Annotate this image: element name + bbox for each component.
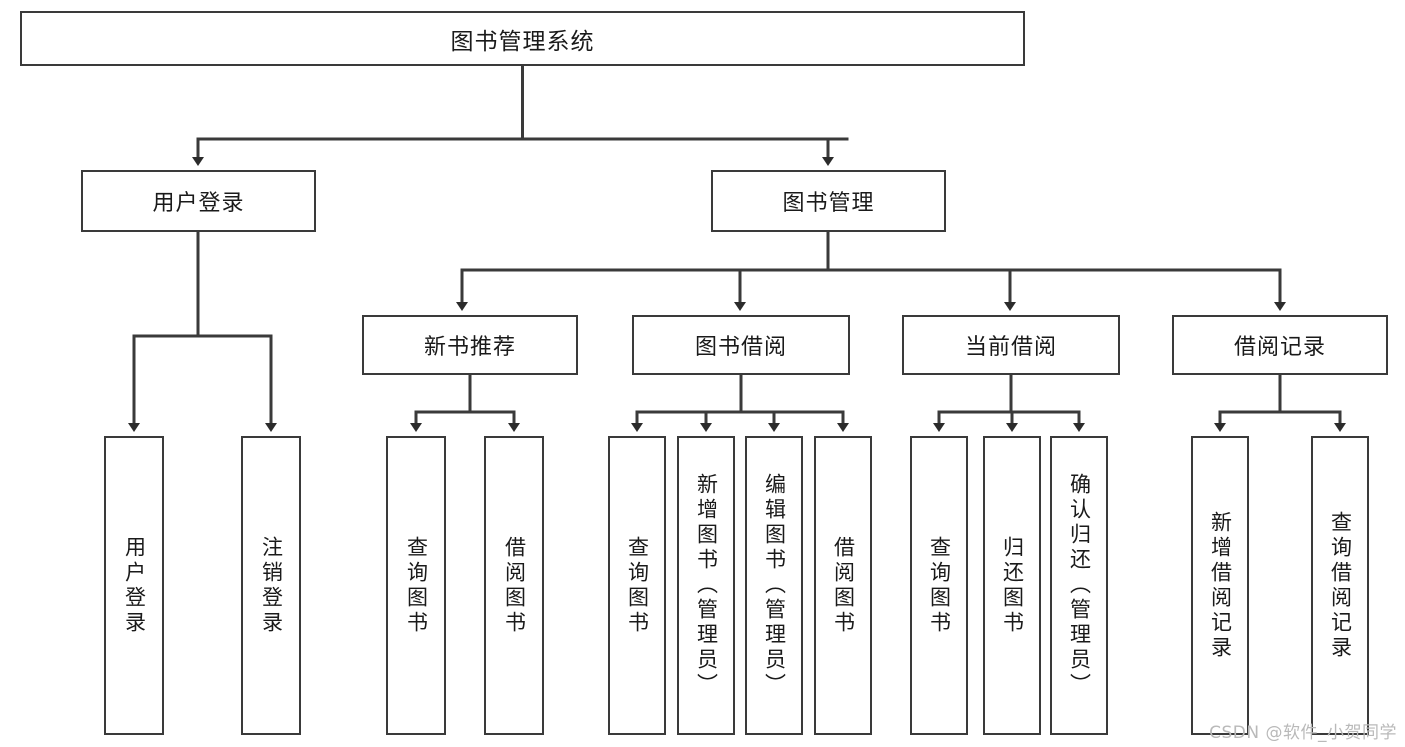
leaf-query-book-current[interactable]: 查询图书 [910, 436, 968, 735]
leaf-return-book[interactable]: 归还图书 [983, 436, 1041, 735]
leaf-borrow-book-recommend[interactable]: 借阅图书 [484, 436, 544, 735]
node-current-borrow[interactable]: 当前借阅 [902, 315, 1120, 375]
node-user-login[interactable]: 用户登录 [81, 170, 316, 232]
node-borrow-record[interactable]: 借阅记录 [1172, 315, 1388, 375]
node-new-book-recommend[interactable]: 新书推荐 [362, 315, 578, 375]
node-book-borrow[interactable]: 图书借阅 [632, 315, 850, 375]
leaf-edit-book[interactable]: 编辑图书（管理员） [745, 436, 803, 735]
leaf-query-book-borrow[interactable]: 查询图书 [608, 436, 666, 735]
leaf-user-login[interactable]: 用户登录 [104, 436, 164, 735]
leaf-confirm-return[interactable]: 确认归还（管理员） [1050, 436, 1108, 735]
watermark: CSDN @软件_小贺同学 [1209, 723, 1397, 743]
leaf-borrow-book[interactable]: 借阅图书 [814, 436, 872, 735]
leaf-query-book-recommend[interactable]: 查询图书 [386, 436, 446, 735]
leaf-add-borrow-record[interactable]: 新增借阅记录 [1191, 436, 1249, 735]
leaf-query-borrow-record[interactable]: 查询借阅记录 [1311, 436, 1369, 735]
node-root-system[interactable]: 图书管理系统 [20, 11, 1025, 66]
leaf-add-book[interactable]: 新增图书（管理员） [677, 436, 735, 735]
leaf-logout[interactable]: 注销登录 [241, 436, 301, 735]
node-book-manage[interactable]: 图书管理 [711, 170, 946, 232]
